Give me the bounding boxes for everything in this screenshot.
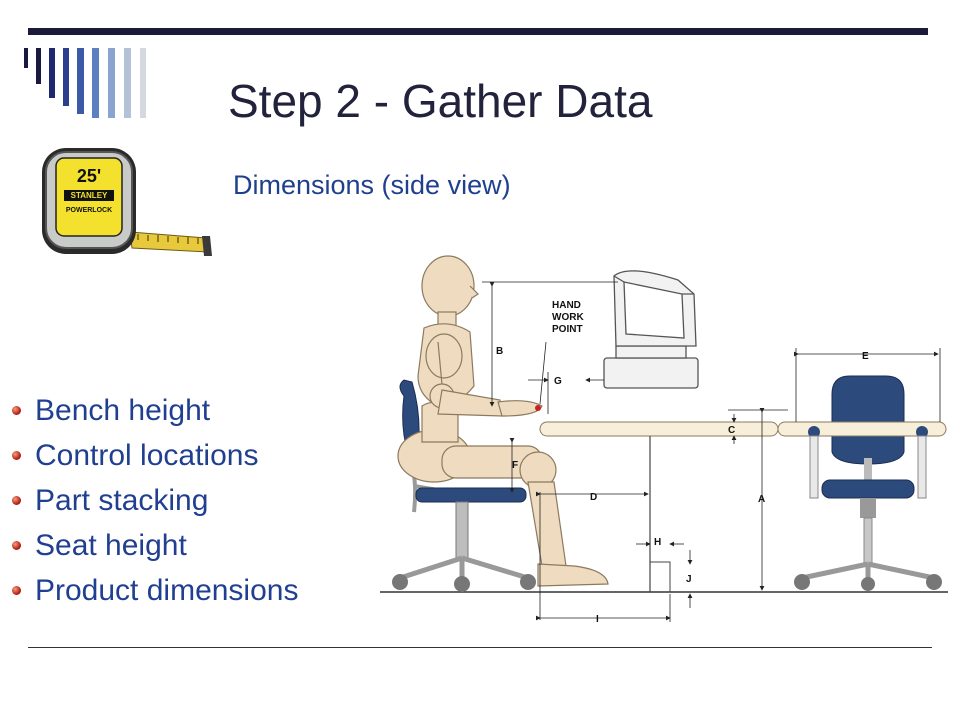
bullet-item: Product dimensions — [12, 572, 298, 617]
bullet-text: Bench height — [35, 394, 211, 427]
bullet-list: Bench height Control locations Part stac… — [12, 392, 298, 617]
bullet-text: Control locations — [35, 439, 259, 472]
dimension-label-h: H — [654, 537, 661, 548]
dimension-label-a: A — [758, 494, 765, 505]
dimension-label-e: E — [862, 351, 869, 362]
bullet-item: Seat height — [12, 527, 298, 572]
dimension-label-b: B — [496, 346, 503, 357]
bullet-item: Bench height — [12, 392, 298, 437]
dimension-label-i: I — [596, 614, 599, 625]
bullet-text: Part stacking — [35, 484, 209, 517]
dimension-label-g: G — [554, 376, 562, 387]
slide-subtitle: Dimensions (side view) — [233, 170, 511, 200]
bullet-dot-icon — [12, 451, 21, 460]
tape-measure-image: 25' STANLEY POWERLOCK — [42, 148, 212, 256]
seated-mannequin — [397, 255, 609, 587]
bullet-text: Seat height — [35, 529, 187, 562]
bullet-text: Product dimensions — [35, 574, 299, 607]
bullet-dot-icon — [12, 406, 21, 415]
bottom-rule — [28, 647, 932, 648]
decorative-stripes — [24, 48, 146, 118]
tape-model-label: POWERLOCK — [66, 207, 112, 214]
hand-work-point-label: WORK — [552, 312, 584, 323]
dimension-label-c: C — [728, 425, 735, 436]
front-view-chair — [777, 375, 947, 591]
bullet-dot-icon — [12, 496, 21, 505]
bullet-dot-icon — [12, 586, 21, 595]
desk — [539, 421, 779, 592]
tape-size-label: 25' — [77, 166, 101, 186]
workstation-diagram: HAND WORK POINT B G C A F D H J I E — [380, 255, 948, 625]
dimension-label-d: D — [590, 492, 597, 503]
hand-work-point-label: HAND — [552, 300, 581, 311]
bullet-dot-icon — [12, 541, 21, 550]
bullet-item: Part stacking — [12, 482, 298, 527]
top-rule — [28, 28, 928, 35]
dimension-label-j: J — [686, 574, 692, 585]
slide-title: Step 2 - Gather Data — [228, 75, 653, 127]
bullet-item: Control locations — [12, 437, 298, 482]
dimension-label-f: F — [512, 460, 518, 471]
tape-brand-label: STANLEY — [71, 191, 108, 200]
computer-monitor — [603, 270, 699, 389]
hand-work-point-label: POINT — [552, 324, 583, 335]
